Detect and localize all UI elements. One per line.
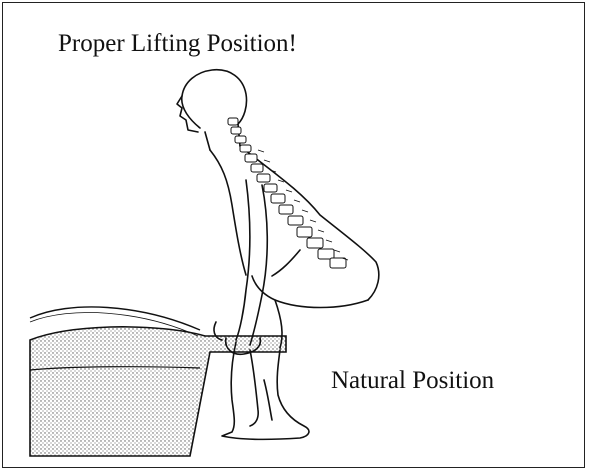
spine-processes bbox=[258, 150, 348, 260]
natural-position-label: Natural Position bbox=[331, 367, 494, 395]
spine-vertebrae bbox=[228, 118, 346, 268]
box-object bbox=[30, 307, 286, 456]
